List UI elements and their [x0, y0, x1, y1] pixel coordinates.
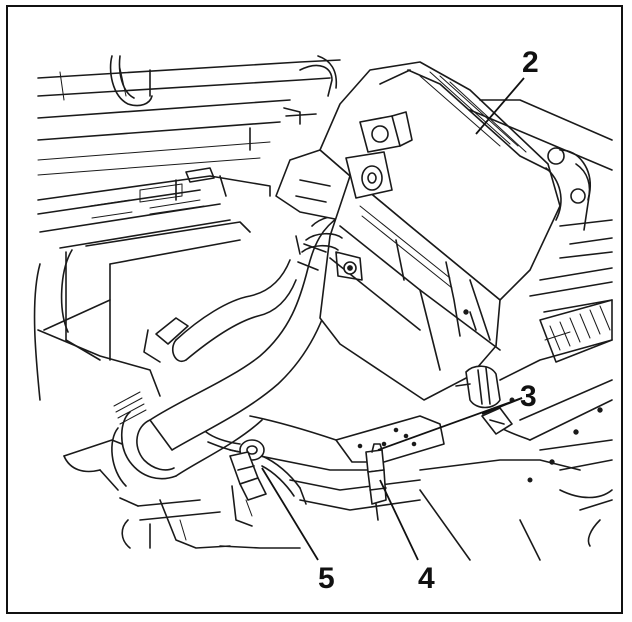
upper-frame-rails	[37, 55, 341, 176]
leader-5	[261, 467, 319, 561]
main-unit-housing	[275, 61, 562, 409]
callout-3: 3	[520, 380, 537, 413]
sensor-connector	[205, 431, 307, 527]
leader-3b	[481, 397, 523, 415]
mounting-bracket	[229, 415, 445, 511]
leader-4	[379, 479, 419, 561]
leader-lines	[261, 77, 525, 561]
left-component-tray	[33, 167, 271, 401]
figure-border	[6, 5, 623, 614]
leader-2	[475, 77, 525, 135]
callout-4: 4	[418, 562, 435, 595]
callout-5: 5	[318, 562, 335, 595]
callout-2: 2	[522, 46, 539, 79]
valve-component	[365, 443, 387, 521]
engine-block-right	[419, 99, 613, 561]
